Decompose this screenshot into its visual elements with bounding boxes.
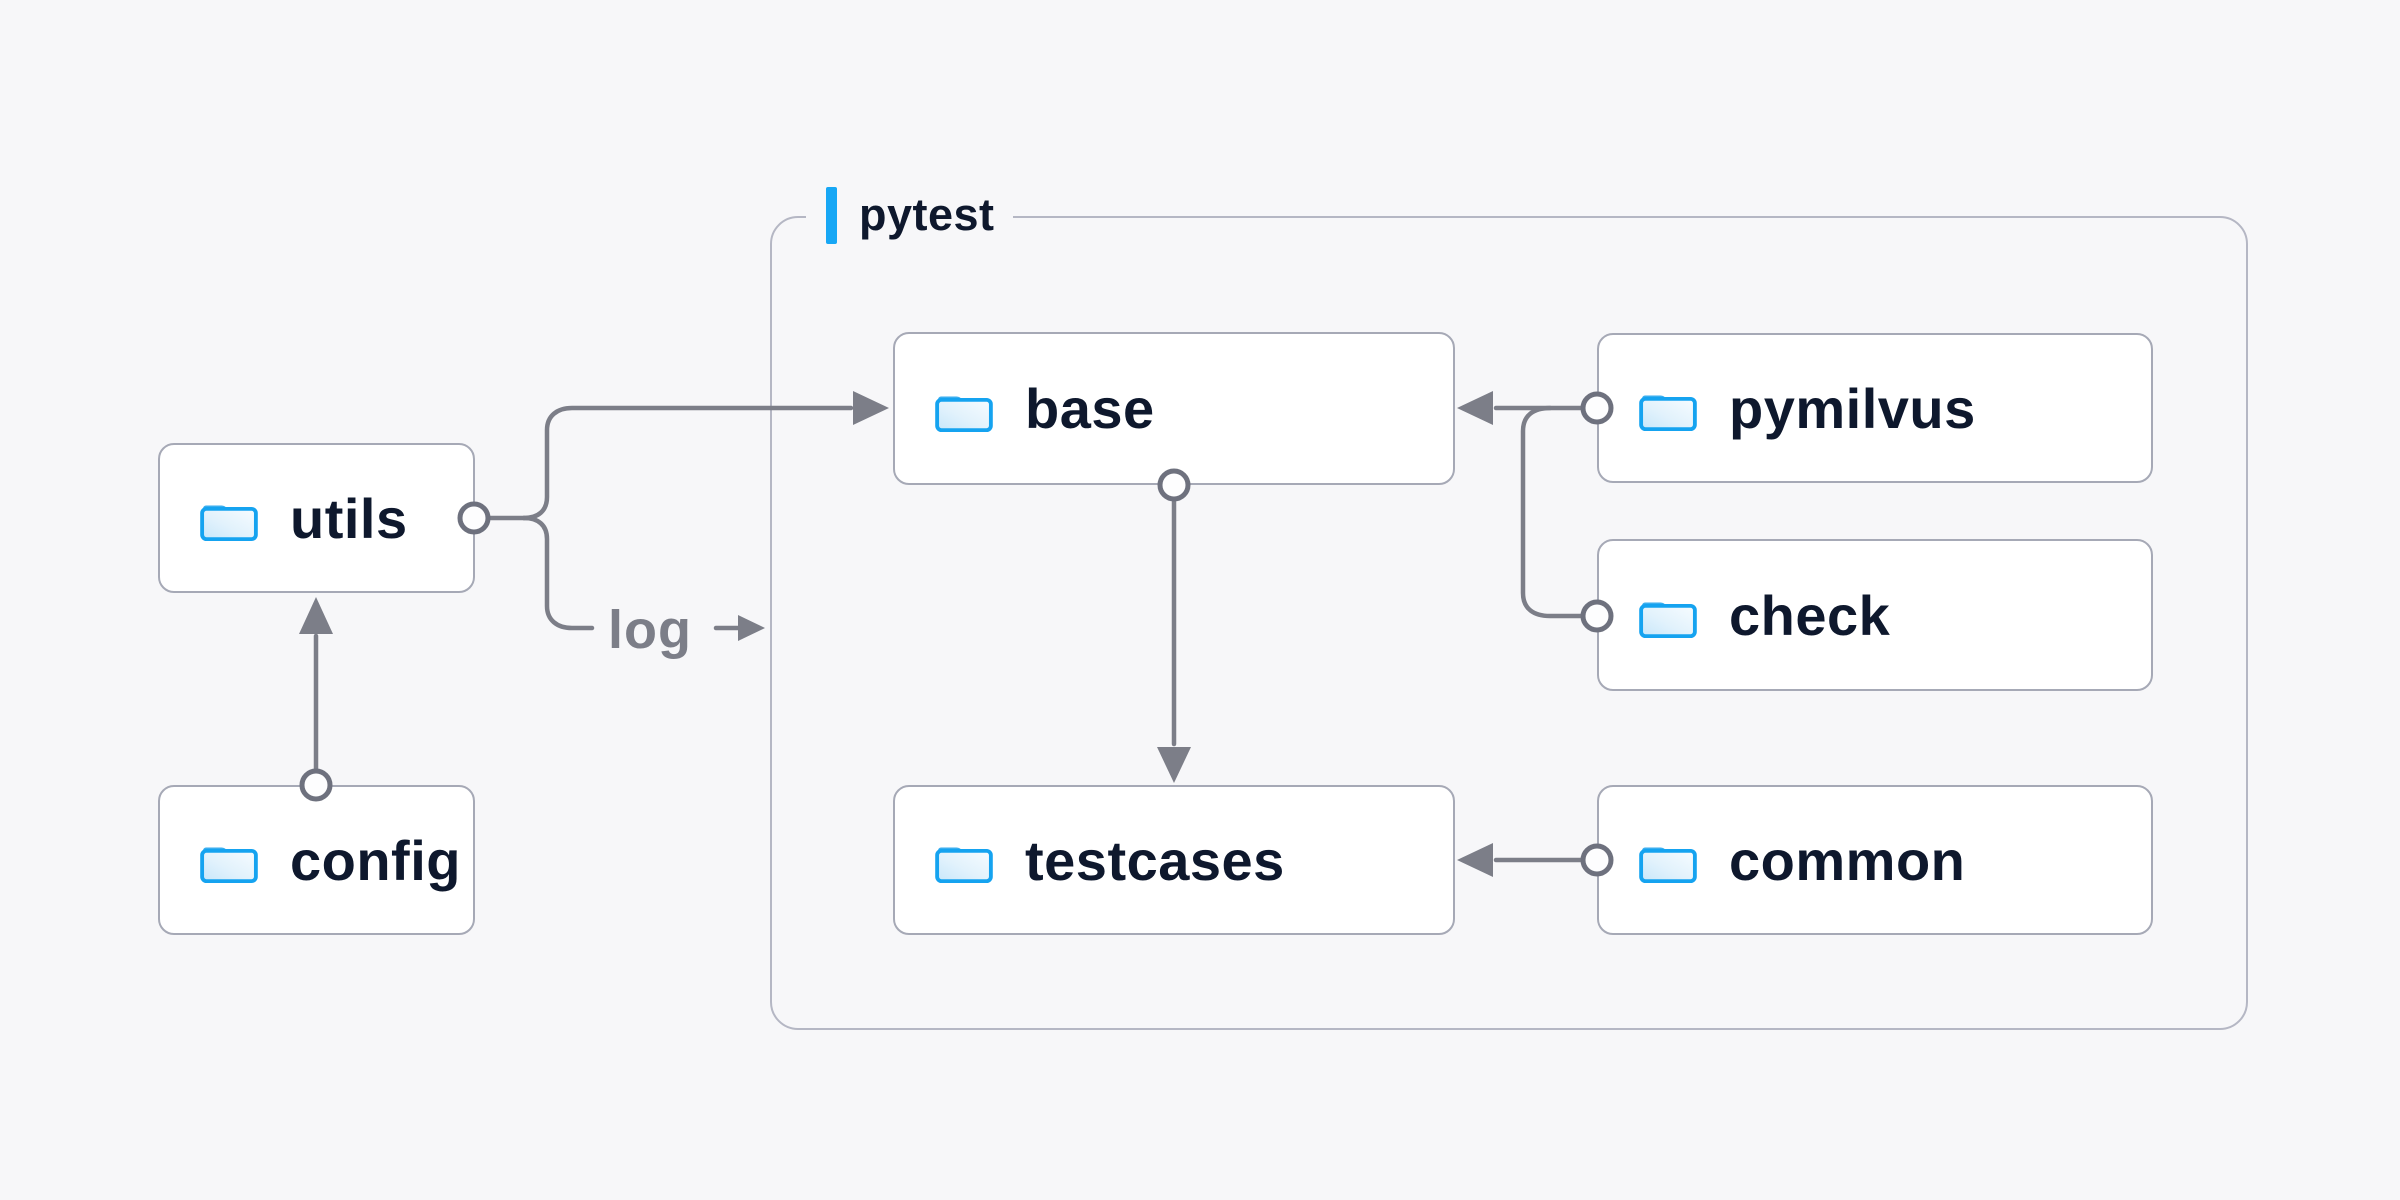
- arrowhead-log: [738, 615, 765, 641]
- node-pymilvus-label: pymilvus: [1729, 376, 1976, 440]
- folder-icon: [933, 385, 995, 433]
- node-check: check: [1597, 539, 2153, 691]
- folder-icon: [1637, 384, 1699, 432]
- folder-icon: [1637, 591, 1699, 639]
- edge-utils-to-log: [521, 515, 595, 631]
- pytest-group-label: pytest: [806, 184, 1013, 246]
- accent-bar: [826, 186, 837, 244]
- folder-icon: [198, 494, 260, 542]
- folder-icon: [933, 836, 995, 884]
- node-check-label: check: [1729, 583, 1891, 647]
- folder-icon: [1637, 836, 1699, 884]
- node-common-label: common: [1729, 828, 1966, 892]
- node-testcases: testcases: [893, 785, 1455, 935]
- pytest-group-box: [770, 216, 2248, 1030]
- node-testcases-label: testcases: [1025, 828, 1285, 892]
- node-config-label: config: [290, 828, 461, 892]
- node-base: base: [893, 332, 1455, 485]
- node-base-label: base: [1025, 377, 1155, 440]
- node-utils-label: utils: [290, 486, 408, 550]
- node-pymilvus: pymilvus: [1597, 333, 2153, 483]
- edge-label-log: log: [608, 600, 692, 660]
- node-utils: utils: [158, 443, 475, 593]
- node-config: config: [158, 785, 475, 935]
- arrowhead-up-into-utils: [299, 597, 333, 634]
- pytest-group-title: pytest: [859, 189, 995, 240]
- node-common: common: [1597, 785, 2153, 935]
- folder-icon: [198, 836, 260, 884]
